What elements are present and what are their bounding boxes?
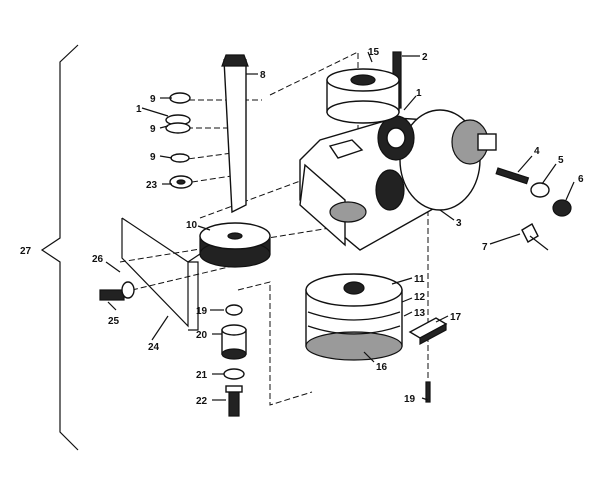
callout-16: 16	[376, 362, 388, 373]
callout-26: 26	[92, 254, 104, 265]
fastener-stack	[221, 304, 247, 417]
callout-21: 21	[196, 370, 208, 381]
callout-1b: 1	[136, 104, 142, 115]
callout-17: 17	[450, 312, 462, 323]
callout-3: 3	[456, 218, 462, 229]
mounting-bracket	[408, 317, 448, 346]
callout-24: 24	[148, 342, 160, 353]
callout-7: 7	[482, 242, 488, 253]
motor-unit	[377, 109, 497, 211]
housing-plate	[121, 217, 207, 328]
spacer-cylinder	[326, 68, 400, 124]
rack-shaft	[221, 54, 249, 214]
callout-9a: 9	[150, 94, 156, 105]
callout-5: 5	[558, 155, 564, 166]
callout-25: 25	[108, 316, 120, 327]
callout-10: 10	[186, 220, 198, 231]
callout-4: 4	[534, 146, 540, 157]
callout-15: 15	[368, 47, 380, 58]
group-bracket	[40, 44, 79, 451]
callout-19a: 19	[196, 306, 208, 317]
leader-lines	[105, 51, 575, 401]
callout-20: 20	[196, 330, 208, 341]
retaining-rings	[165, 92, 193, 189]
callout-9b: 9	[150, 124, 156, 135]
callout-13: 13	[414, 308, 426, 319]
callout-23: 23	[146, 180, 158, 191]
callout-8: 8	[260, 70, 266, 81]
callout-6: 6	[578, 174, 584, 185]
callout-9c: 9	[150, 152, 156, 163]
callout-27: 27	[20, 246, 32, 257]
clutch-assembly	[305, 273, 403, 361]
callout-12: 12	[414, 292, 426, 303]
callout-2: 2	[422, 52, 428, 63]
small-screw	[425, 381, 431, 403]
callout-19b: 19	[404, 394, 416, 405]
callout-1a: 1	[416, 88, 422, 99]
callout-11: 11	[414, 274, 425, 285]
drive-gear	[199, 222, 271, 268]
motor-housing	[299, 117, 441, 251]
callout-22: 22	[196, 396, 208, 407]
side-fittings	[495, 167, 572, 251]
mounting-bolt	[99, 281, 135, 301]
